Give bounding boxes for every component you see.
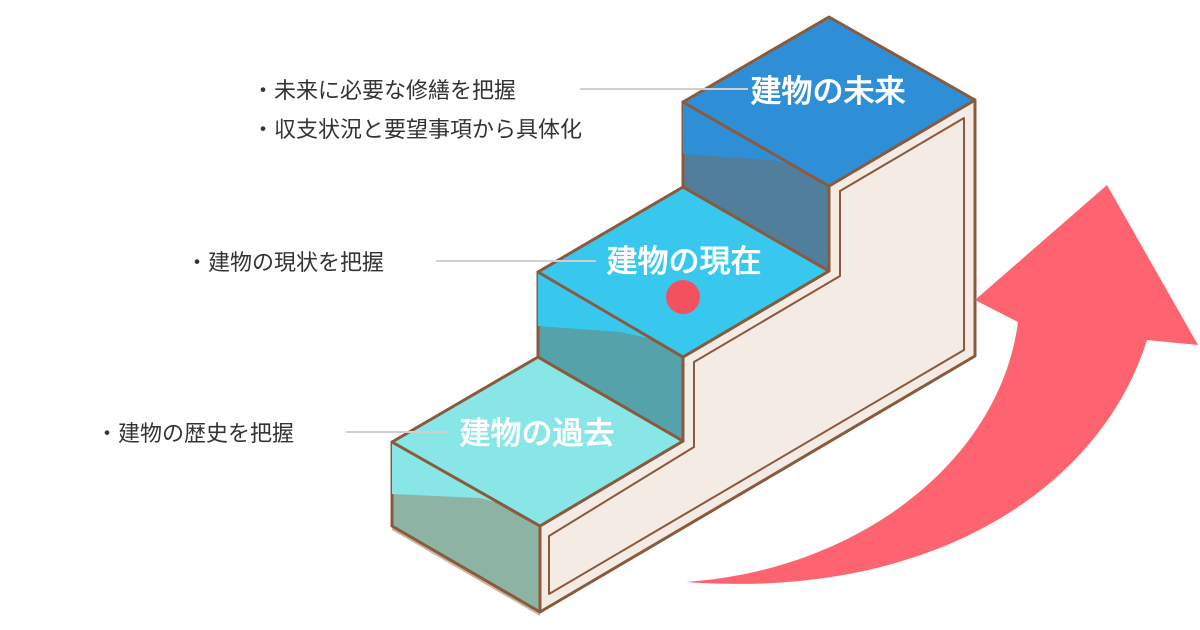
note-past-1: ・建物の歴史を把握 — [96, 422, 294, 447]
step-present-label: 建物の現在 — [607, 244, 762, 280]
growth-arrow — [686, 185, 1198, 584]
step-future-top-face — [681, 15, 977, 188]
note-future-1: ・未来に必要な修繕を把握 — [252, 79, 516, 104]
current-position-marker — [666, 280, 700, 314]
stair-side-inner-outline — [548, 117, 965, 595]
note-future-2: ・収支状況と要望事項から具体化 — [252, 118, 582, 143]
note-present-1: ・建物の現状を把握 — [186, 251, 384, 276]
step-past-label: 建物の過去 — [460, 416, 615, 452]
step-future-label: 建物の未来 — [751, 74, 906, 110]
